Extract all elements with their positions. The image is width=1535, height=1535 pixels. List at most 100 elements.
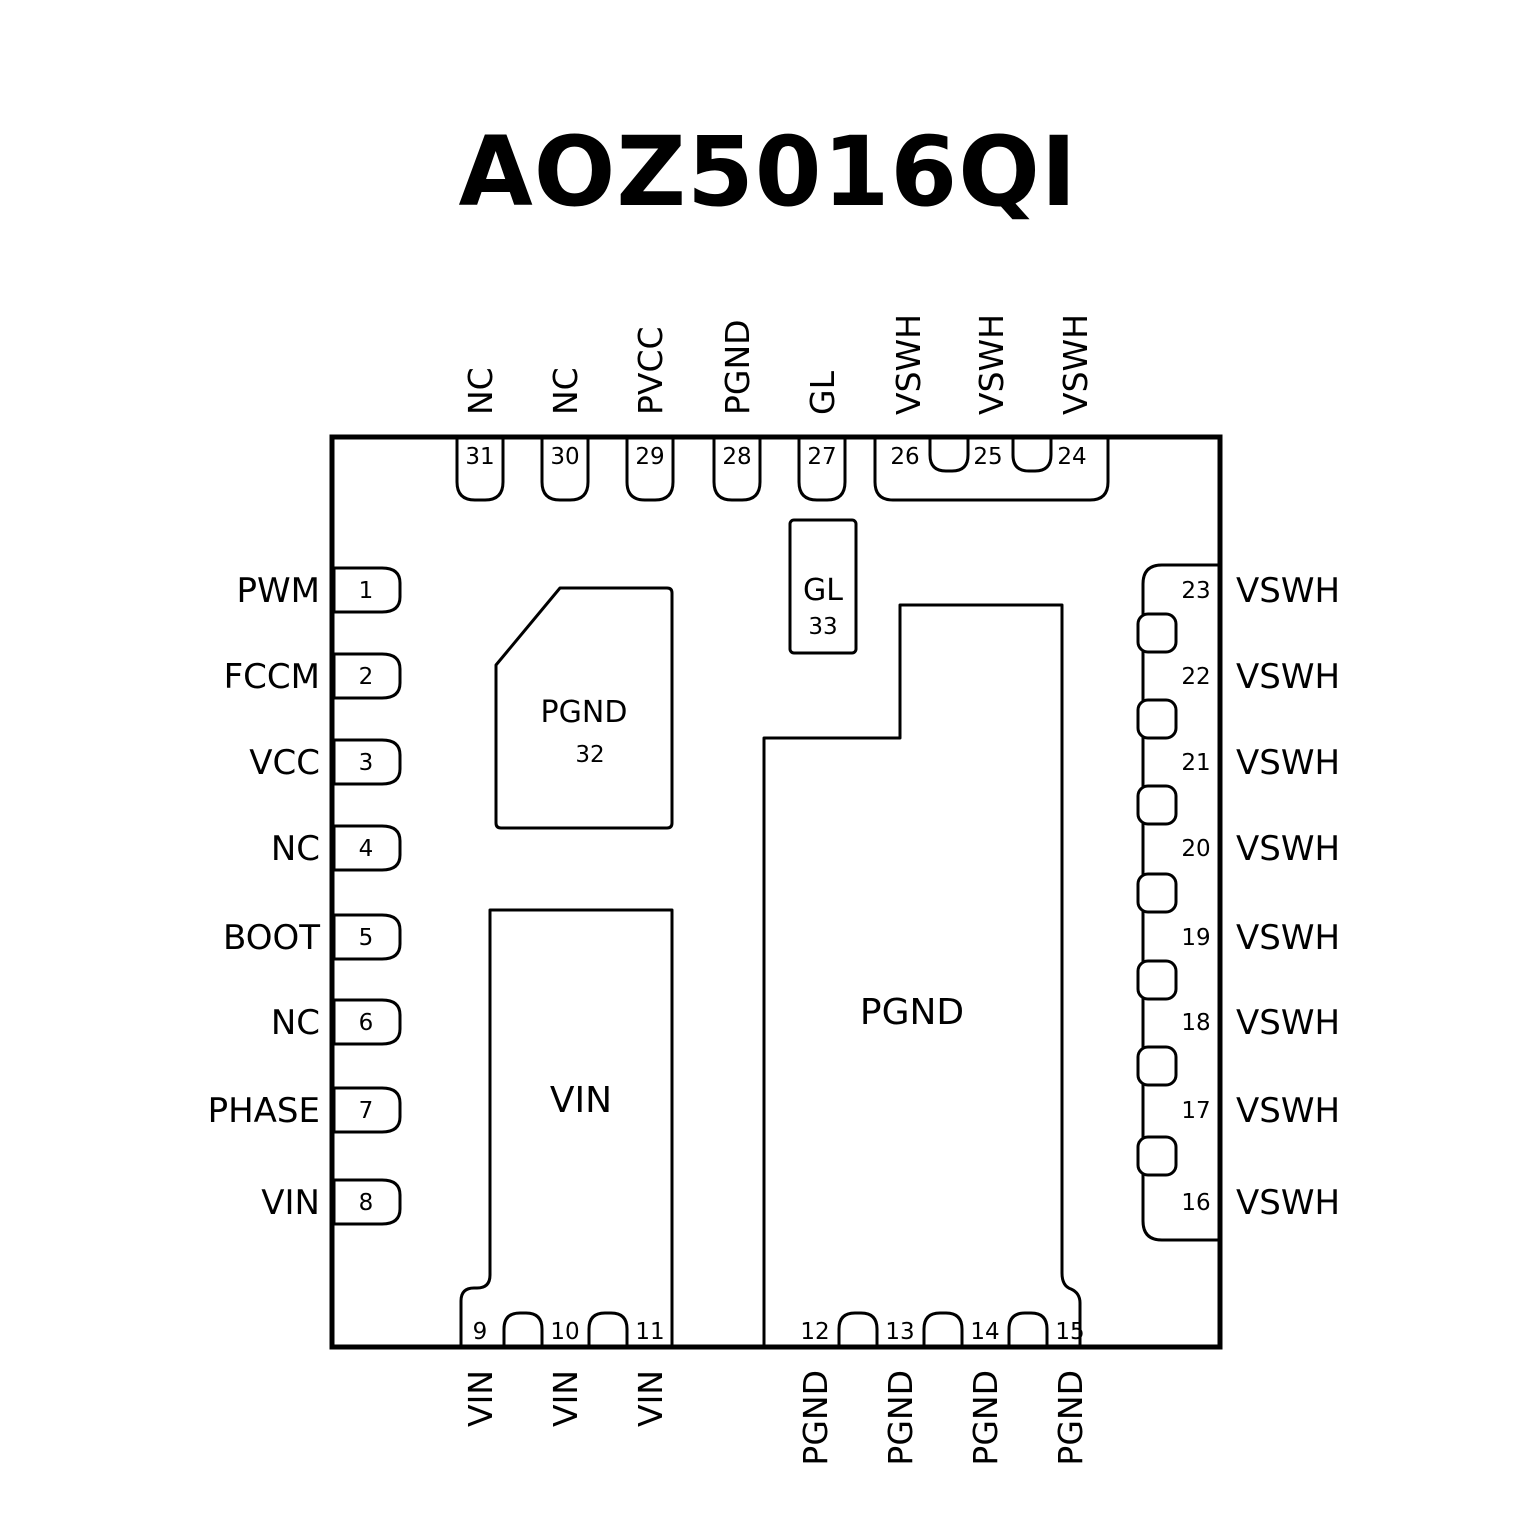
left-pin-texts: 1 2 3 4 5 6 7 8 PWM FCCM VCC NC BOOT NC … bbox=[208, 571, 374, 1223]
pin-29-tab bbox=[625, 435, 675, 502]
pin-number: 24 bbox=[1057, 444, 1086, 470]
pin-separator-notch bbox=[1136, 612, 1178, 654]
right-pin-separators bbox=[1136, 612, 1178, 1177]
pin-label: FCCM bbox=[224, 657, 320, 697]
top-pin-texts: 31 30 29 28 27 26 25 24 NC NC PVCC PGND … bbox=[461, 314, 1095, 470]
pin-number: 8 bbox=[359, 1190, 374, 1216]
pin-label: VSWH bbox=[1236, 1003, 1340, 1043]
page-title: AOZ5016QI bbox=[458, 116, 1077, 228]
right-pin-texts: 23 22 21 20 19 18 17 16 VSWH VSWH VSWH V… bbox=[1181, 571, 1340, 1223]
pin-number: 2 bbox=[359, 664, 374, 690]
pin-label: VIN bbox=[546, 1370, 585, 1427]
pin-number: 3 bbox=[359, 750, 374, 776]
pin-label: VSWH bbox=[889, 314, 928, 415]
pin-label: NC bbox=[546, 367, 585, 415]
pad-pgnd-32 bbox=[494, 586, 674, 830]
pin-label: VSWH bbox=[1236, 743, 1340, 783]
pin-7-tab bbox=[332, 1086, 402, 1134]
pin-label: PGND bbox=[881, 1370, 920, 1466]
pin-separator-notch bbox=[1136, 1135, 1178, 1177]
pin-label: GL bbox=[803, 370, 842, 415]
pin-number: 5 bbox=[359, 925, 374, 951]
pin-6-tab bbox=[332, 998, 402, 1046]
pin-separator-notch bbox=[922, 1311, 964, 1349]
pin-1-tab bbox=[332, 566, 402, 614]
pin-number: 4 bbox=[359, 836, 374, 862]
pin-3-tab bbox=[332, 738, 402, 786]
pin-label: PGND bbox=[796, 1370, 835, 1466]
pin-number: 17 bbox=[1181, 1098, 1210, 1124]
pin-label: PWM bbox=[237, 571, 320, 611]
pin-number: 12 bbox=[800, 1319, 829, 1345]
pin-number: 11 bbox=[635, 1319, 664, 1345]
pin-number: 13 bbox=[885, 1319, 914, 1345]
pin-label: BOOT bbox=[223, 918, 320, 958]
pin-number: 18 bbox=[1181, 1010, 1210, 1036]
pad-labels: GL 33 PGND 32 VIN PGND bbox=[541, 573, 965, 1121]
pin-number: 31 bbox=[465, 444, 494, 470]
pin-label: PHASE bbox=[208, 1091, 320, 1131]
pin-separator-notch bbox=[928, 435, 970, 473]
pin-number: 27 bbox=[807, 444, 836, 470]
pad-gl-label: GL bbox=[803, 573, 843, 608]
pin-label: VSWH bbox=[1056, 314, 1095, 415]
pin-number: 15 bbox=[1055, 1319, 1084, 1345]
top-pin-tabs bbox=[455, 435, 1110, 502]
pin-number: 25 bbox=[973, 444, 1002, 470]
pin-number: 23 bbox=[1181, 578, 1210, 604]
pin-label: VSWH bbox=[1236, 1183, 1340, 1223]
pin-27-tab bbox=[797, 435, 847, 502]
pin-separator-notch bbox=[1136, 872, 1178, 914]
pad-gl-number: 33 bbox=[808, 614, 837, 640]
pin-number: 30 bbox=[550, 444, 579, 470]
pin-number: 21 bbox=[1181, 750, 1210, 776]
pin-separator-notch bbox=[1136, 698, 1178, 740]
pin-label: VCC bbox=[249, 743, 320, 783]
pin-label: NC bbox=[461, 367, 500, 415]
pin-number: 29 bbox=[635, 444, 664, 470]
pad-vin bbox=[459, 908, 674, 1349]
pin-separator-notch bbox=[837, 1311, 879, 1349]
pad-vin-label: VIN bbox=[550, 1080, 612, 1121]
pin-separator-notch bbox=[1136, 784, 1178, 826]
pin-number: 1 bbox=[359, 578, 374, 604]
pin-label: PGND bbox=[718, 319, 757, 415]
pin-8-tab bbox=[332, 1178, 402, 1226]
pin-separator-notch bbox=[587, 1311, 629, 1349]
pin-label: VSWH bbox=[1236, 829, 1340, 869]
pin-number: 14 bbox=[970, 1319, 999, 1345]
pin-number: 22 bbox=[1181, 664, 1210, 690]
pin-5-tab bbox=[332, 913, 402, 961]
pin-30-tab bbox=[540, 435, 590, 502]
pin-number: 7 bbox=[359, 1098, 374, 1124]
pin-label: PGND bbox=[966, 1370, 1005, 1466]
pin-number: 28 bbox=[722, 444, 751, 470]
pin-label: VIN bbox=[261, 1183, 320, 1223]
pin-label: NC bbox=[271, 1003, 320, 1043]
pin-4-tab bbox=[332, 824, 402, 872]
pin-label: VIN bbox=[631, 1370, 670, 1427]
pin-label: VSWH bbox=[1236, 571, 1340, 611]
pad-pgnd-large-label: PGND bbox=[860, 992, 964, 1033]
pin-number: 26 bbox=[890, 444, 919, 470]
left-pin-tabs bbox=[332, 566, 402, 1226]
bottom-pin-separators bbox=[502, 1311, 1049, 1349]
pin-number: 20 bbox=[1181, 836, 1210, 862]
pin-number: 16 bbox=[1181, 1190, 1210, 1216]
pin-separator-notch bbox=[1136, 959, 1178, 1001]
pin-28-tab bbox=[712, 435, 762, 502]
pin-separator-notch bbox=[502, 1311, 544, 1349]
bottom-pin-texts: 9 10 11 12 13 14 15 VIN VIN VIN PGND PGN… bbox=[461, 1319, 1090, 1466]
pin-separator-notch bbox=[1136, 1045, 1178, 1087]
pad-pgnd-large bbox=[762, 603, 1082, 1349]
pin-label: VIN bbox=[461, 1370, 500, 1427]
pad-pgnd-32-label: PGND bbox=[541, 695, 628, 730]
pad-pgnd-32-number: 32 bbox=[575, 742, 604, 768]
chip-outline bbox=[329, 434, 1223, 1350]
pin-label: PVCC bbox=[631, 326, 670, 415]
pin-number: 10 bbox=[550, 1319, 579, 1345]
pin-label: PGND bbox=[1051, 1370, 1090, 1466]
pad-gl bbox=[788, 518, 858, 655]
